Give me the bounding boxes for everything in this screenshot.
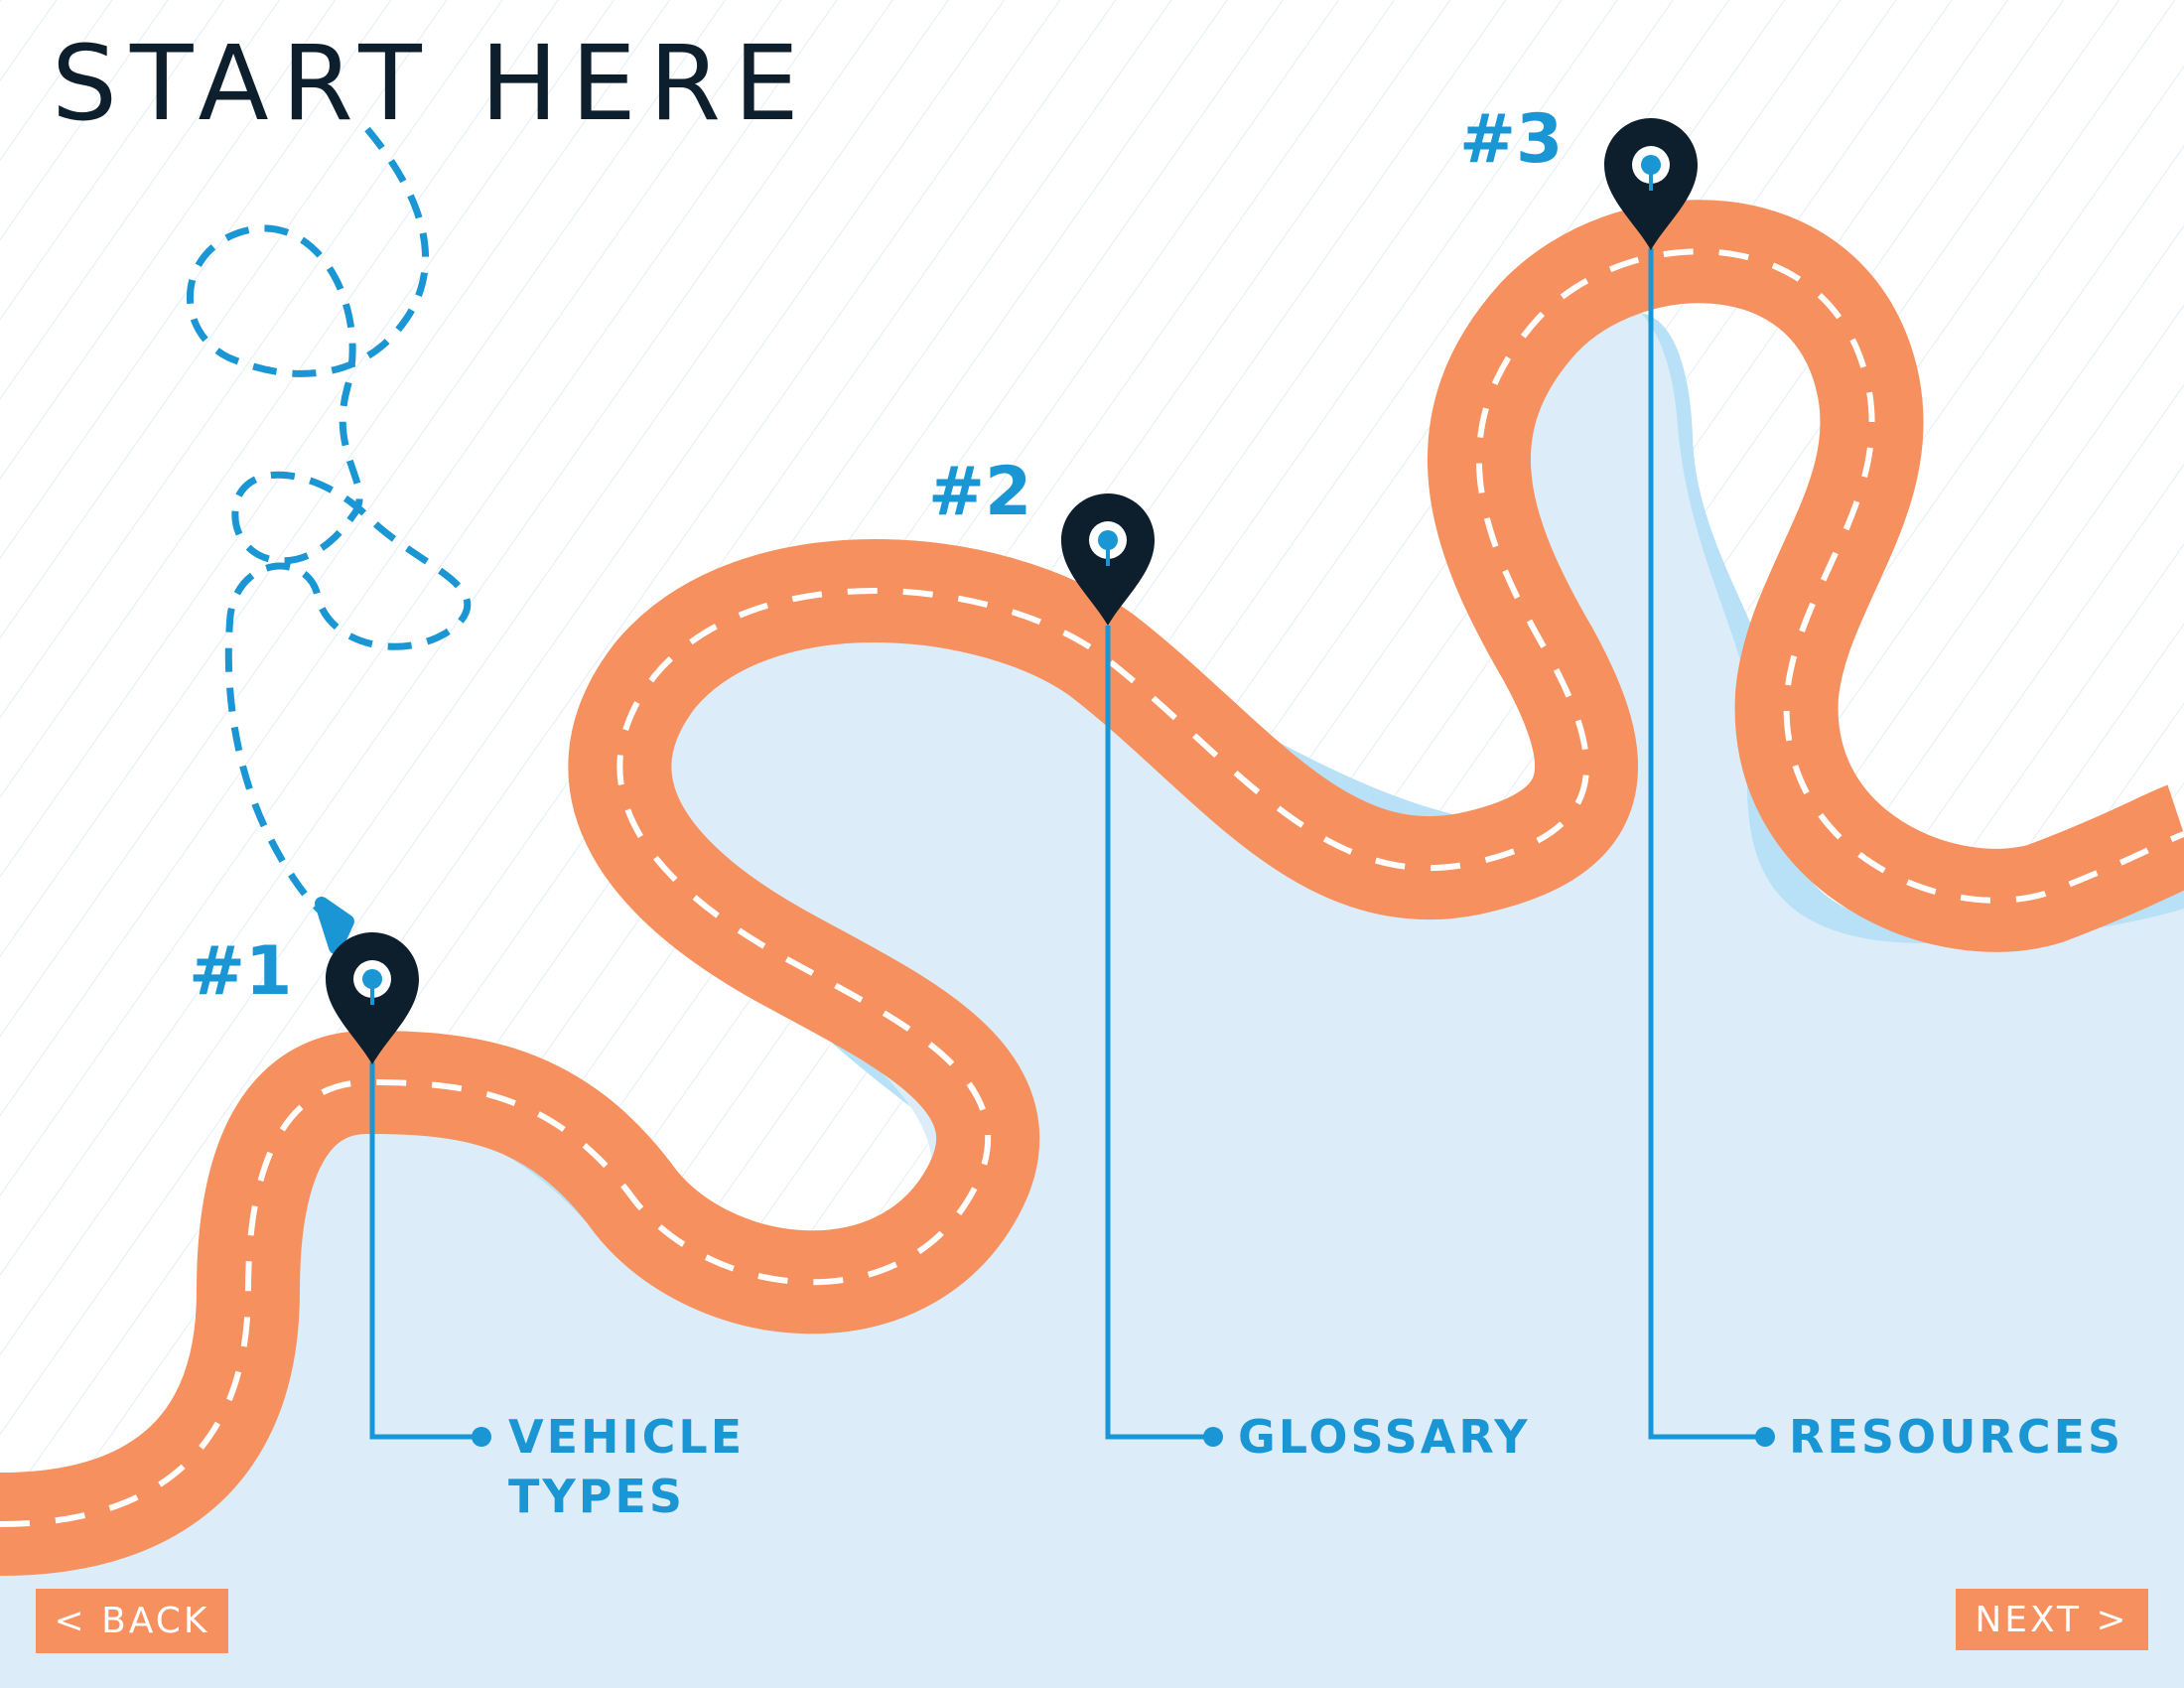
back-button[interactable]: < BACK: [36, 1589, 228, 1653]
dashed-path-arrow-icon: [186, 126, 472, 922]
page-title: START HERE: [52, 23, 812, 144]
stop-link-vehicle-types[interactable]: VEHICLE TYPES: [508, 1408, 745, 1527]
map-pin-icon: [326, 932, 419, 1064]
road: [0, 200, 2184, 1576]
dashed-path-arrowhead: [315, 897, 354, 954]
stop-connector-3: [1648, 248, 1775, 1447]
next-button[interactable]: NEXT >: [1956, 1589, 2148, 1650]
stop-link-resources[interactable]: RESOURCES: [1789, 1408, 2123, 1468]
stop-label-line: RESOURCES: [1789, 1410, 2124, 1464]
stop-label-line: VEHICLE: [508, 1410, 746, 1464]
stop-connector-1: [369, 1062, 491, 1447]
map-pin-icon: [1604, 118, 1698, 250]
landscape-ground: [0, 298, 2184, 1688]
stop-number-3: #3: [1459, 100, 1564, 179]
road-lane-markings: [0, 248, 2184, 1527]
stop-label-line: TYPES: [508, 1469, 685, 1523]
stop-number-2: #2: [928, 453, 1032, 531]
stop-number-1: #1: [189, 932, 293, 1011]
stop-connector-2: [1105, 626, 1223, 1447]
map-pin-icon: [1061, 493, 1155, 626]
stop-label-line: GLOSSARY: [1238, 1410, 1531, 1464]
stop-link-glossary[interactable]: GLOSSARY: [1238, 1408, 1531, 1468]
